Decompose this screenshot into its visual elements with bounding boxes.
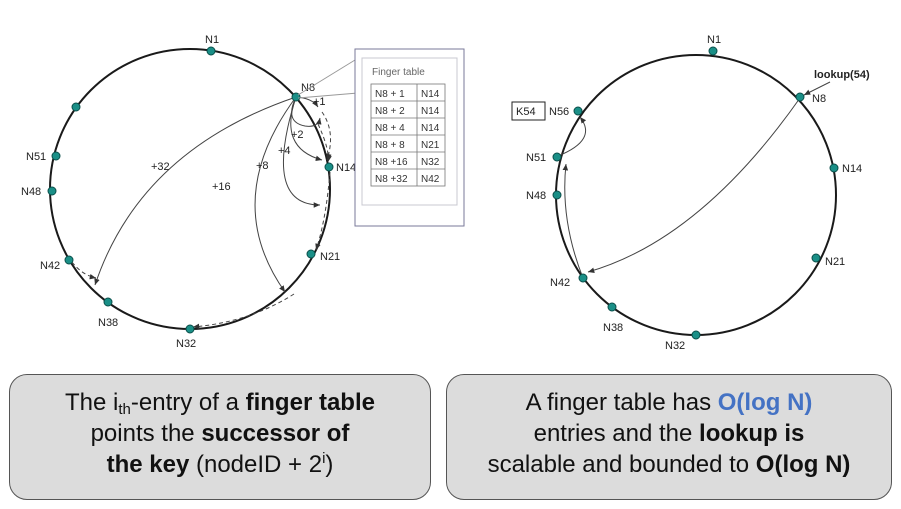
right-node-label-n8: N8	[812, 93, 826, 105]
left-node-label-n1: N1	[205, 34, 219, 46]
left-node-label-n14: N14	[336, 162, 356, 174]
right-node-label-n1: N1	[707, 34, 721, 46]
key-box	[511, 101, 546, 121]
right-node-n14	[829, 163, 839, 173]
ft-row1-succ: N14	[421, 89, 440, 100]
left-node-label-n51: N51	[26, 151, 46, 163]
right-node-label-n48: N48	[526, 190, 546, 202]
callout-right-line2: entries and the lookup is	[533, 420, 805, 447]
step-label-plus8: +8	[256, 160, 269, 172]
left-nodes	[47, 46, 334, 334]
step-label-plus2: +2	[291, 129, 304, 141]
finger-pointer-plus32	[94, 96, 297, 286]
right-node-label-n32: N32	[665, 340, 685, 352]
right-node-n32	[691, 330, 701, 340]
callout-left-line1: The ith-entry of a finger table	[65, 389, 375, 418]
right-node-n51	[552, 152, 562, 162]
step-label-plus1: +1	[313, 96, 326, 108]
left-node-n38	[103, 297, 113, 307]
right-ring-group: N1 N8 N14 N21 N32 N38 N42 N48 N51 N56 K5…	[511, 34, 870, 352]
callout-log-n-lookup: A finger table has O(log N) entries and …	[446, 374, 892, 500]
right-node-n38	[607, 302, 617, 312]
callout-finger-table-entry: The ith-entry of a finger table points t…	[9, 374, 431, 500]
finger-table-title: Finger table	[372, 67, 425, 78]
key-label: K54	[516, 106, 536, 118]
right-node-label-n56: N56	[549, 106, 569, 118]
ft-row2-key: N8 + 2	[375, 106, 405, 117]
left-node-label-n21: N21	[320, 251, 340, 263]
left-node-n21	[306, 249, 316, 259]
left-node-label-n38: N38	[98, 317, 118, 329]
ft-row5-key: N8 +16	[375, 157, 408, 168]
lookup-request-arrow	[803, 81, 831, 96]
ft-row3-key: N8 + 4	[375, 123, 405, 134]
callout-left-line2: points the successor of	[90, 420, 350, 447]
right-node-n21	[811, 253, 821, 263]
lookup-path	[557, 81, 831, 279]
finger-table-inner	[361, 57, 458, 206]
dashed-hop-4	[192, 293, 295, 330]
left-node-label-n32: N32	[176, 338, 196, 350]
right-ring	[555, 54, 837, 336]
finger-pointer-plus8	[282, 96, 321, 208]
step-label-plus4: +4	[278, 145, 291, 157]
left-ring-group: +1 +2 +4 +8 +16 +32 N1 N8 N14 N21 N32 N3…	[21, 34, 465, 350]
ft-row4-succ: N21	[421, 140, 440, 151]
finger-table-leader	[297, 59, 356, 96]
lookup-hop-n42-to-n51	[562, 163, 584, 279]
right-node-label-n42: N42	[550, 277, 570, 289]
left-node-n14	[324, 162, 334, 172]
right-node-label-n38: N38	[603, 322, 623, 334]
dashed-hop-5	[71, 261, 97, 280]
step-label-plus16: +16	[212, 181, 231, 193]
right-node-n1	[708, 46, 718, 56]
ft-row6-succ: N42	[421, 174, 440, 185]
finger-table-grid	[370, 83, 446, 187]
finger-pointer-plus16	[254, 96, 297, 293]
callout-left-line3: the key (nodeID + 2i)	[106, 450, 334, 478]
lookup-hop-n8-to-n42	[587, 97, 801, 273]
left-node-n32	[185, 324, 195, 334]
right-node-n48	[552, 190, 562, 200]
left-node-label-n42: N42	[40, 260, 60, 272]
right-node-label-n51: N51	[526, 152, 546, 164]
right-nodes	[552, 46, 839, 340]
left-node-n1	[206, 46, 216, 56]
ft-row3-succ: N14	[421, 123, 440, 134]
right-node-n8	[795, 92, 805, 102]
left-node-unlabeled	[71, 102, 81, 112]
lookup-label: lookup(54)	[814, 69, 870, 81]
right-node-label-n21: N21	[825, 256, 845, 268]
right-node-label-n14: N14	[842, 163, 862, 175]
step-label-plus32: +32	[151, 161, 170, 173]
right-node-n56	[573, 106, 583, 116]
ft-row6-key: N8 +32	[375, 174, 408, 185]
successor-hops	[71, 111, 332, 330]
finger-pointers	[94, 96, 323, 293]
left-node-n51	[51, 151, 61, 161]
dashed-hop-2	[317, 123, 332, 163]
ft-row1-key: N8 + 1	[375, 89, 405, 100]
left-node-n42	[64, 255, 74, 265]
left-ring	[49, 48, 331, 330]
left-node-n48	[47, 186, 57, 196]
ft-row4-key: N8 + 8	[375, 140, 405, 151]
callout-right-line3: scalable and bounded to O(log N)	[487, 451, 851, 478]
right-node-n42	[578, 273, 588, 283]
dashed-hop-3	[315, 171, 331, 251]
lookup-hop-n51-to-n56	[557, 116, 587, 157]
ft-row2-succ: N14	[421, 106, 440, 117]
finger-table-box	[354, 48, 465, 227]
callout-right-line1: A finger table has O(log N)	[525, 389, 813, 416]
left-node-label-n48: N48	[21, 186, 41, 198]
ft-row5-succ: N32	[421, 157, 440, 168]
finger-table: Finger table N8 + 1 N14 N8 + 2 N14 N8 + …	[297, 48, 465, 227]
